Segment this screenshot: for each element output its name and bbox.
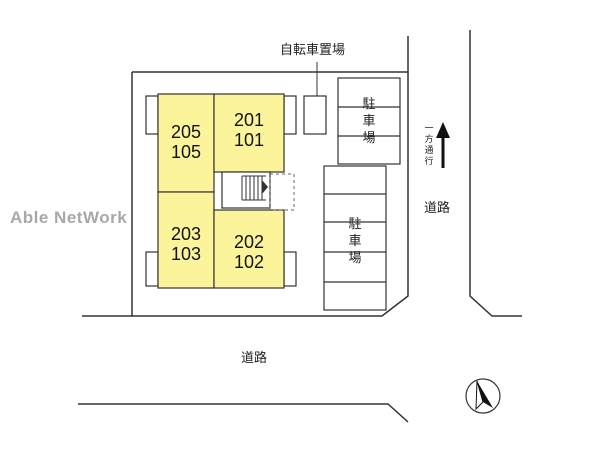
unit-lower-left <box>157 191 215 289</box>
road-label-right: 道路 <box>424 201 451 216</box>
parking-lower-label: 駐 車 場 <box>348 217 362 266</box>
north-arrow-icon <box>465 378 501 414</box>
right-road-edge <box>469 30 522 317</box>
road-label-bottom: 道路 <box>241 351 268 366</box>
unit-upper-right <box>213 93 285 173</box>
unit-label-upper-right: 201 101 <box>233 110 265 150</box>
units <box>157 93 285 289</box>
unit-lower-right <box>213 209 285 289</box>
unit-upper-left <box>157 93 215 193</box>
watermark: Able NetWork <box>10 208 128 227</box>
balconies <box>145 95 297 287</box>
unit-label-lower-right: 202 102 <box>233 232 265 272</box>
stair-icon <box>221 171 295 211</box>
unit-label-lower-left: 203 103 <box>170 224 202 264</box>
parking-upper <box>337 77 401 165</box>
bicycle-parking-area <box>303 95 327 135</box>
parking-lower <box>323 165 387 311</box>
one-way-arrow-icon <box>436 122 450 168</box>
bicycle-parking-label: 自転車置場 <box>280 43 346 58</box>
property-boundary <box>82 36 409 317</box>
parking-upper-label: 駐 車 場 <box>362 97 376 146</box>
bottom-road-edge <box>78 403 409 423</box>
unit-label-upper-left: 205 105 <box>170 122 202 162</box>
one-way-label: 一 方 通 行 <box>424 124 434 167</box>
